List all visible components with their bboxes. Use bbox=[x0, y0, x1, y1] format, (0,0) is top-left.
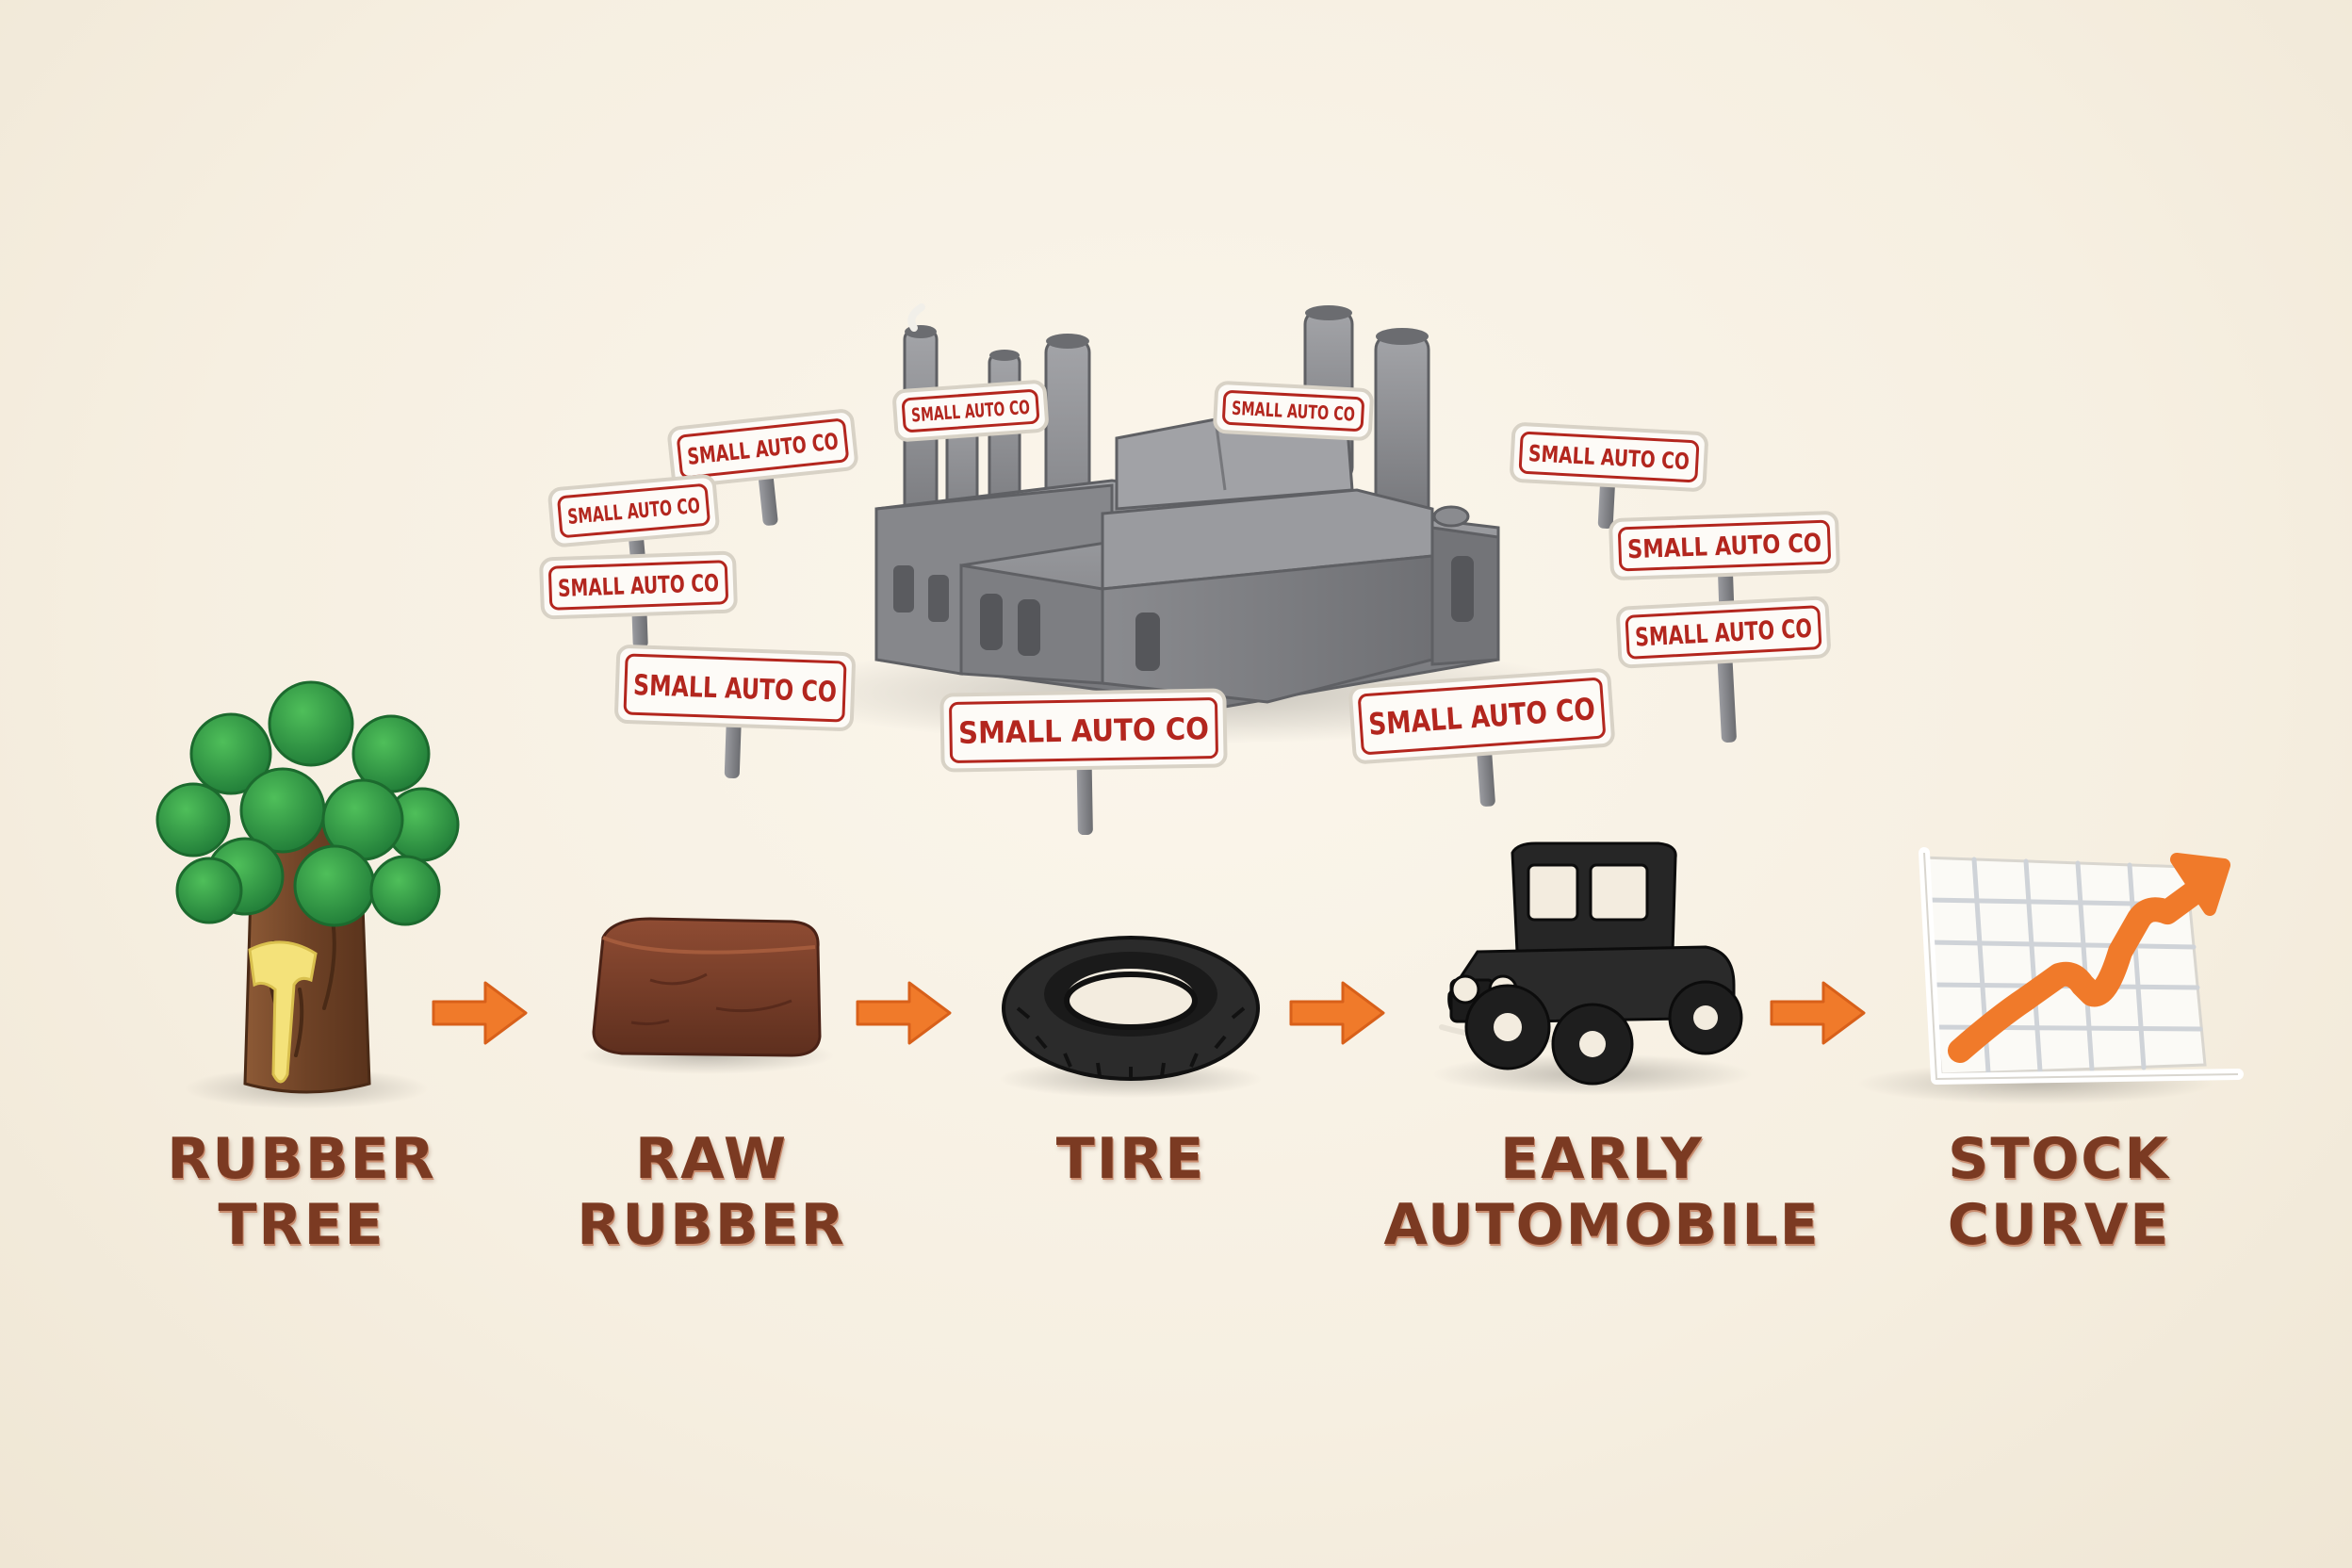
sign-border bbox=[949, 697, 1218, 763]
sign-border bbox=[902, 389, 1039, 433]
sign-board bbox=[939, 688, 1228, 773]
flow-arrow-icon bbox=[1770, 981, 1866, 1045]
sign-border bbox=[557, 483, 710, 538]
sign-label: SMALL AUTO CO bbox=[558, 569, 720, 602]
sign-pole bbox=[631, 610, 648, 649]
small-auto-co-sign: SMALL AUTO CO bbox=[939, 688, 1228, 836]
step-caption-line1: TIRE bbox=[1055, 1126, 1206, 1192]
early-automobile-icon bbox=[1432, 841, 1753, 1095]
sign-board bbox=[667, 409, 858, 488]
sign-pole bbox=[1076, 763, 1093, 836]
flow-arrow-icon bbox=[856, 981, 952, 1045]
small-auto-co-sign: SMALL AUTO CO bbox=[1213, 381, 1374, 441]
sign-border bbox=[1222, 390, 1364, 432]
step-caption: TIRE bbox=[895, 1126, 1366, 1192]
sign-board bbox=[1348, 668, 1615, 764]
sign-board bbox=[614, 645, 856, 731]
small-auto-co-sign: SMALL AUTO CO bbox=[614, 645, 856, 779]
sign-pole bbox=[1597, 481, 1615, 530]
sign-pole bbox=[1718, 570, 1735, 610]
step-caption-line2: RUBBER bbox=[577, 1192, 846, 1258]
arrows-layer bbox=[432, 981, 1866, 1045]
sign-border bbox=[1518, 432, 1700, 482]
rubber-tree-icon bbox=[155, 680, 460, 1109]
stock-curve-icon bbox=[1856, 847, 2244, 1104]
step-caption-line2: CURVE bbox=[1947, 1192, 2171, 1258]
small-auto-co-sign: SMALL AUTO CO bbox=[1616, 596, 1831, 743]
sign-border bbox=[1358, 678, 1606, 755]
sign-border bbox=[1625, 605, 1822, 660]
step-caption-line2: TREE bbox=[218, 1192, 385, 1258]
tire-icon bbox=[999, 936, 1263, 1098]
sign-label: SMALL AUTO CO bbox=[958, 710, 1210, 751]
small-auto-co-sign: SMALL AUTO CO bbox=[539, 550, 738, 649]
sign-pole bbox=[1717, 657, 1737, 743]
small-auto-co-sign: SMALL AUTO CO bbox=[667, 409, 858, 526]
tree-leaves bbox=[155, 680, 460, 927]
sign-pole bbox=[724, 721, 742, 779]
flow-arrow-icon bbox=[1289, 981, 1385, 1045]
sign-label: SMALL AUTO CO bbox=[1627, 529, 1822, 564]
sign-border bbox=[677, 418, 849, 479]
sign-pole bbox=[758, 473, 778, 526]
step-caption-line2: AUTOMOBILE bbox=[1383, 1192, 1821, 1258]
small-auto-co-sign: SMALL AUTO CO bbox=[1510, 422, 1708, 530]
sign-pole bbox=[1477, 749, 1495, 807]
step-caption-line1: EARLY bbox=[1500, 1126, 1704, 1192]
sign-border bbox=[548, 560, 728, 611]
flow-arrow-icon bbox=[432, 981, 528, 1045]
sign-board bbox=[1609, 511, 1840, 580]
small-auto-co-sign: SMALL AUTO CO bbox=[1609, 511, 1840, 610]
sign-board bbox=[539, 550, 738, 620]
step-caption-line1: RAW bbox=[634, 1126, 789, 1192]
sign-border bbox=[1618, 519, 1831, 572]
small-auto-co-sign: SMALL AUTO CO bbox=[547, 474, 720, 573]
small-auto-co-sign: SMALL AUTO CO bbox=[892, 380, 1049, 442]
sign-border bbox=[623, 653, 847, 723]
step-caption-line1: STOCK bbox=[1948, 1126, 2170, 1192]
small-auto-co-sign: SMALL AUTO CO bbox=[1348, 668, 1615, 807]
raw-rubber-icon bbox=[580, 917, 834, 1074]
sign-label: SMALL AUTO CO bbox=[632, 669, 837, 710]
step-caption-line1: RUBBER bbox=[167, 1126, 436, 1192]
